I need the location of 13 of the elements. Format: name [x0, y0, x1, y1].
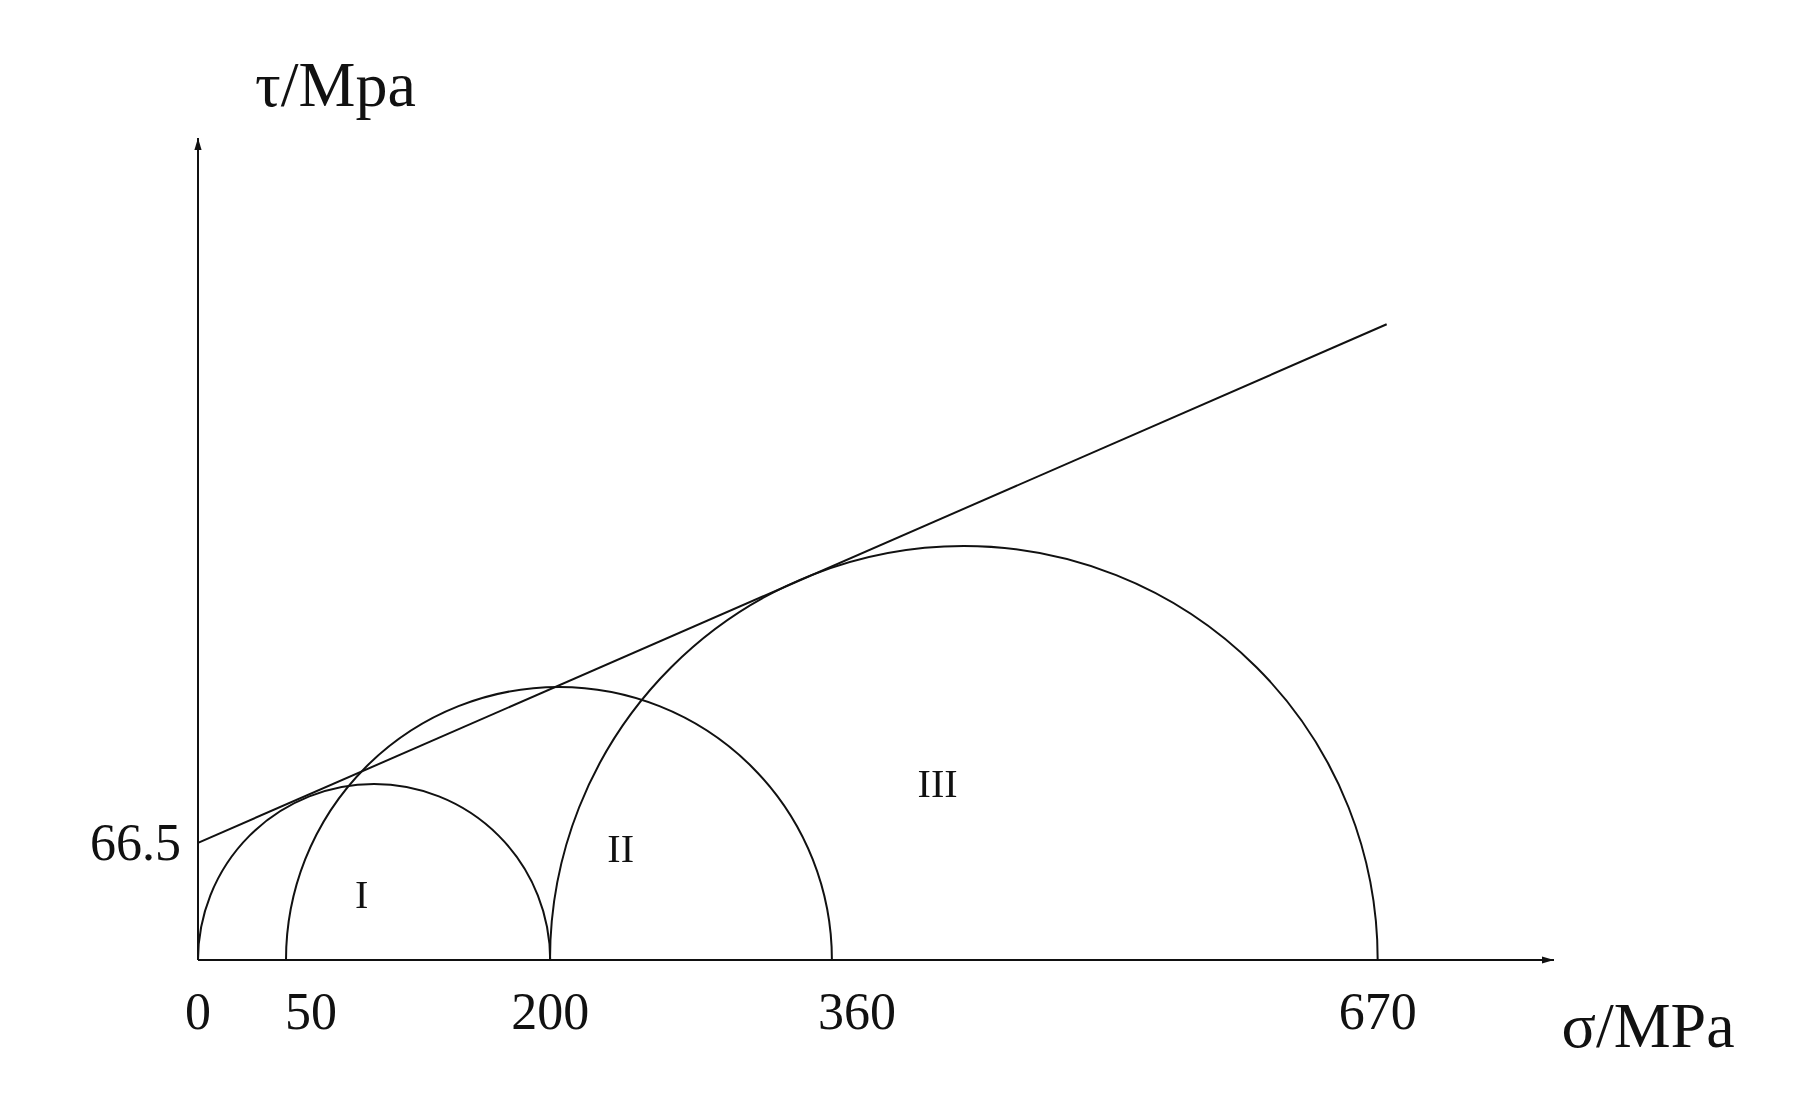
circle-label: II: [607, 829, 634, 870]
mohr-semicircle: [550, 546, 1378, 960]
tick-label: 50: [285, 986, 338, 1038]
tick-label: 200: [511, 986, 590, 1038]
tick-label: 66.5: [90, 816, 181, 869]
tick-label: 0: [185, 986, 211, 1038]
mohr-semicircle: [286, 687, 832, 960]
circle-label: I: [355, 874, 369, 915]
tick-label: 360: [817, 986, 896, 1038]
circle-label: III: [917, 763, 958, 804]
tick-label: 670: [1338, 986, 1417, 1038]
mohr-semicircle: [198, 783, 551, 960]
axis-title: σ/MPa: [1561, 994, 1735, 1058]
